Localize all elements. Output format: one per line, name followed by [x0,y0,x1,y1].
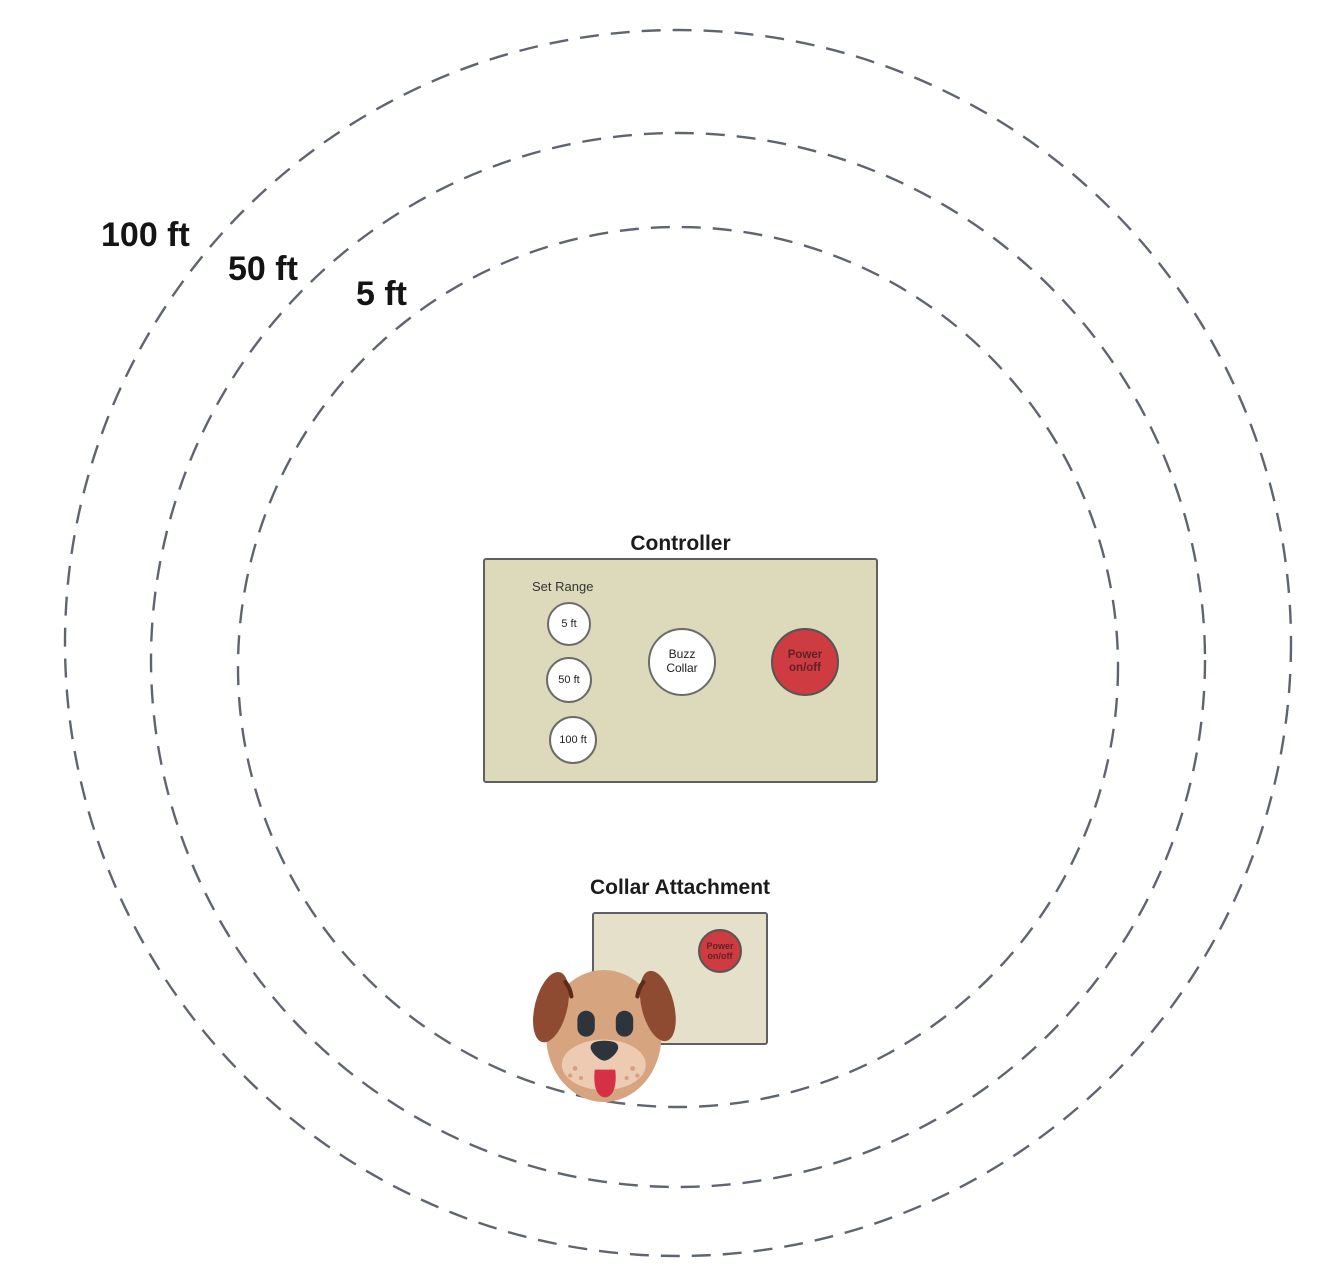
ring-label-100ft: 100 ft [101,216,190,254]
controller-panel: Set Range 5 ft 50 ft 100 ft Buzz Collar … [483,558,878,783]
collar-power-button[interactable]: Power on/off [698,929,742,973]
controller-title: Controller [630,532,731,555]
ring-100ft [63,28,1293,1258]
ring-label-50ft: 50 ft [228,250,298,288]
set-range-label: Set Range [532,579,594,594]
collar-attachment-title: Collar Attachment [589,876,771,899]
buzz-collar-button[interactable]: Buzz Collar [648,628,716,696]
ring-50ft [149,131,1207,1189]
controller-power-button[interactable]: Power on/off [771,628,839,696]
range-button-50ft[interactable]: 50 ft [546,657,592,703]
ring-5ft [236,225,1120,1109]
dog-face-icon [533,970,676,1102]
range-button-100ft[interactable]: 100 ft [549,716,597,764]
range-button-5ft[interactable]: 5 ft [547,602,591,646]
ring-label-5ft: 5 ft [356,275,407,313]
